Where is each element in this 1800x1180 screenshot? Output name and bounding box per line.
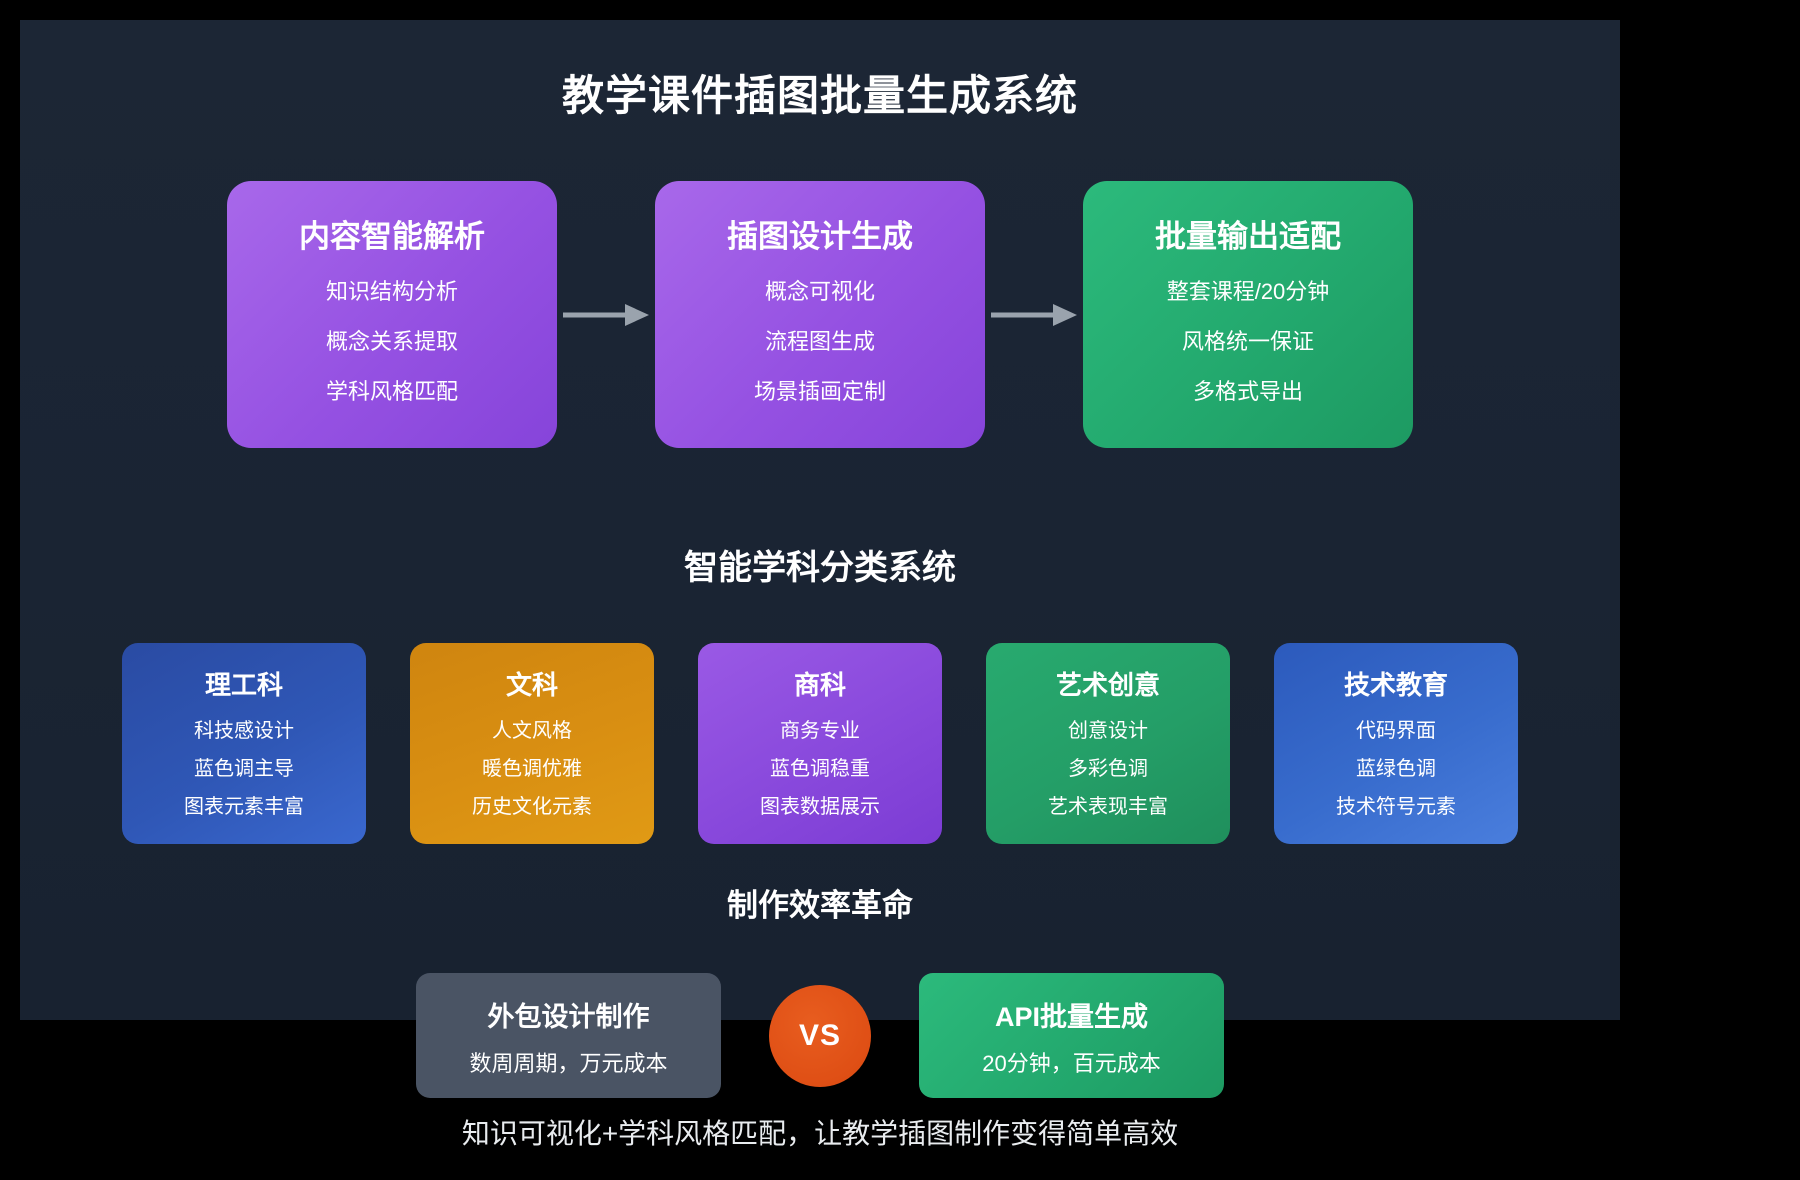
category-title: 艺术创意 <box>1055 670 1160 700</box>
comparison-card-outsourcing: 外包设计制作 数周周期，万元成本 <box>416 973 721 1098</box>
arrow-right-icon <box>991 303 1077 326</box>
comparison-title: 外包设计制作 <box>487 1002 650 1032</box>
category-line: 商务专业 <box>780 720 860 742</box>
comparison-subtitle: 20分钟，百元成本 <box>982 1051 1161 1076</box>
category-card-tech-education: 技术教育 代码界面 蓝绿色调 技术符号元素 <box>1274 643 1518 844</box>
step-line: 风格统一保证 <box>1181 329 1314 354</box>
category-title: 理工科 <box>204 670 283 700</box>
category-line: 暖色调优雅 <box>482 758 582 780</box>
page-title: 教学课件插图批量生成系统 <box>561 72 1078 119</box>
category-line: 创意设计 <box>1068 720 1148 742</box>
comparison-title: API批量生成 <box>994 1002 1148 1032</box>
category-title: 技术教育 <box>1343 670 1448 700</box>
efficiency-heading: 制作效率革命 <box>727 888 913 923</box>
category-card-business: 商科 商务专业 蓝色调稳重 图表数据展示 <box>698 643 942 844</box>
pipeline-row: 内容智能解析 知识结构分析 概念关系提取 学科风格匹配 插图设计生成 概念可视化… <box>20 181 1620 448</box>
category-line: 人文风格 <box>492 720 572 742</box>
step-title: 插图设计生成 <box>727 219 913 254</box>
category-line: 图表数据展示 <box>760 796 880 818</box>
step-line: 场景插画定制 <box>753 379 886 404</box>
comparison-row: 外包设计制作 数周周期，万元成本 VS API批量生成 20分钟，百元成本 <box>20 973 1620 1098</box>
step-line: 流程图生成 <box>764 329 875 354</box>
category-title: 文科 <box>505 670 558 700</box>
category-line: 蓝色调主导 <box>194 758 294 780</box>
vs-badge: VS <box>769 984 871 1087</box>
step-line: 概念可视化 <box>764 279 875 304</box>
infographic-panel: 教学课件插图批量生成系统 内容智能解析 知识结构分析 概念关系提取 学科风格匹配… <box>20 20 1620 1149</box>
step-line: 多格式导出 <box>1192 379 1303 404</box>
category-line: 代码界面 <box>1356 720 1436 742</box>
step-line: 整套课程/20分钟 <box>1166 279 1330 304</box>
category-line: 蓝色调稳重 <box>770 758 870 780</box>
category-line: 艺术表现丰富 <box>1048 796 1168 818</box>
step-line: 概念关系提取 <box>325 329 458 354</box>
category-line: 技术符号元素 <box>1336 796 1456 818</box>
category-line: 历史文化元素 <box>472 796 592 818</box>
category-card-liberal-arts: 文科 人文风格 暖色调优雅 历史文化元素 <box>410 643 654 844</box>
pipeline-step-content-parsing: 内容智能解析 知识结构分析 概念关系提取 学科风格匹配 <box>227 181 557 448</box>
arrow-right-icon <box>563 303 649 326</box>
category-card-stem: 理工科 科技感设计 蓝色调主导 图表元素丰富 <box>122 643 366 844</box>
step-title: 内容智能解析 <box>299 219 485 254</box>
category-title: 商科 <box>793 670 846 700</box>
category-line: 蓝绿色调 <box>1356 758 1436 780</box>
comparison-card-api: API批量生成 20分钟，百元成本 <box>919 973 1224 1098</box>
category-row: 理工科 科技感设计 蓝色调主导 图表元素丰富 文科 人文风格 暖色调优雅 历史文… <box>20 643 1620 844</box>
pipeline-step-illustration-design: 插图设计生成 概念可视化 流程图生成 场景插画定制 <box>655 181 985 448</box>
category-card-art-creative: 艺术创意 创意设计 多彩色调 艺术表现丰富 <box>986 643 1230 844</box>
step-line: 知识结构分析 <box>325 279 458 304</box>
step-line: 学科风格匹配 <box>325 379 458 404</box>
category-line: 多彩色调 <box>1068 758 1148 780</box>
comparison-subtitle: 数周周期，万元成本 <box>469 1051 668 1076</box>
footer-caption: 知识可视化+学科风格匹配，让教学插图制作变得简单高效 <box>461 1118 1179 1149</box>
classification-heading: 智能学科分类系统 <box>684 549 956 587</box>
category-line: 科技感设计 <box>194 720 294 742</box>
category-line: 图表元素丰富 <box>184 796 304 818</box>
step-title: 批量输出适配 <box>1155 219 1341 254</box>
pipeline-step-batch-output: 批量输出适配 整套课程/20分钟 风格统一保证 多格式导出 <box>1083 181 1413 448</box>
